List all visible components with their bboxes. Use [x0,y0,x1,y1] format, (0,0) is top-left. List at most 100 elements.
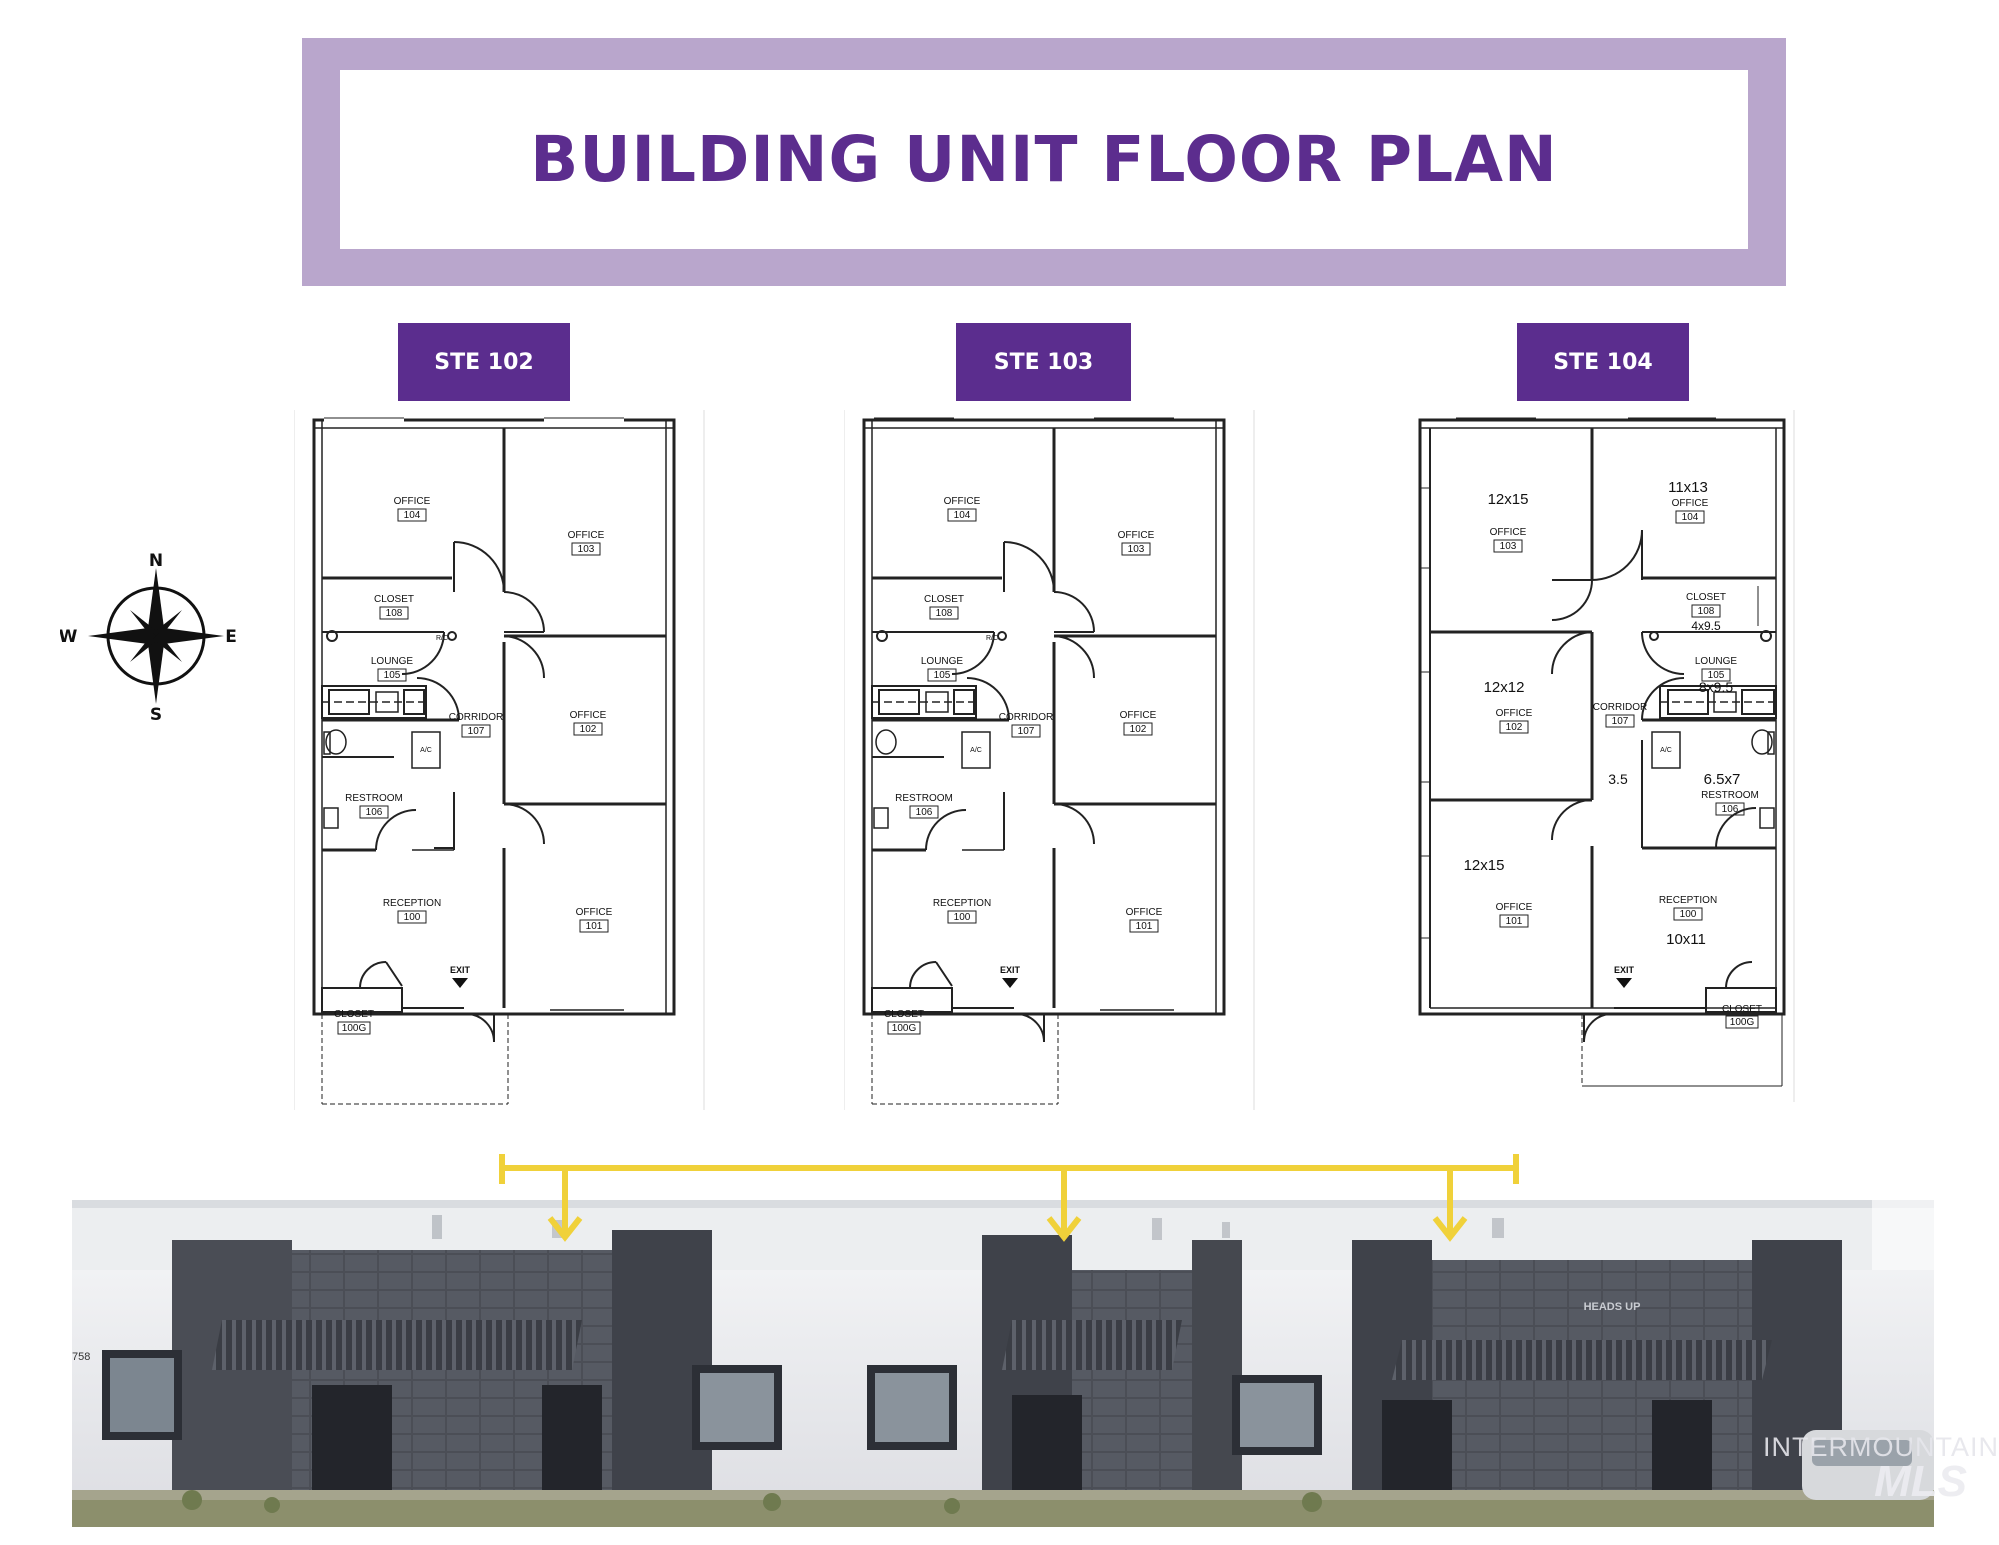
unit-connector-arrows [499,1154,1519,1242]
page-title: BUILDING UNIT FLOOR PLAN [530,123,1558,196]
room-number: 105 [384,670,401,681]
room-name: LOUNGE [1695,656,1738,667]
room-name: CORRIDOR [999,712,1053,723]
building-photo: 758 HEADS UP [72,1200,1934,1527]
floor-plan-ste-103: OFFICE 104 OFFICE 103 CLOSET 108 LOUNGE … [844,410,1255,1110]
tenant-sign: HEADS UP [1584,1301,1641,1313]
room-number: 100G [1730,1017,1755,1028]
room-number: 100G [892,1023,917,1034]
room-name: CLOSET [374,594,414,605]
room-name: CLOSET [924,594,964,605]
room-number: 107 [1018,726,1035,737]
room-name: RECEPTION [1659,895,1717,906]
room-name: RESTROOM [345,793,403,804]
room-name: OFFICE [394,496,431,507]
room-name: CLOSET [884,1009,924,1020]
room-number: 101 [1136,921,1153,932]
address-number: 758 [72,1351,90,1363]
room-dimensions: 3.5 [1608,771,1628,787]
room-name: CLOSET [1686,592,1726,603]
room-number: 100 [404,912,421,923]
appliance-label: R/C [986,635,998,642]
exit-label: EXIT [450,965,471,975]
room-dimensions: 12x15 [1464,857,1505,874]
compass-south-point [148,636,164,704]
title-banner: BUILDING UNIT FLOOR PLAN [302,38,1786,286]
exit-label: EXIT [1614,965,1635,975]
room-number: 101 [586,921,603,932]
room-number: 106 [916,807,933,818]
unit-label-ste-102: STE 102 [398,323,570,401]
floor-plan-ste-102: OFFICE 104 OFFICE 103 CLOSET 108 LOUNGE … [294,410,705,1110]
room-name: OFFICE [1126,907,1163,918]
room-number: 100G [342,1023,367,1034]
room-number: 104 [1682,512,1699,523]
room-dimensions: 11x13 [1668,479,1708,496]
unit-label-ste-103: STE 103 [956,323,1131,401]
compass-north-point [148,568,164,636]
room-number: 106 [1722,804,1739,815]
room-name: OFFICE [944,496,981,507]
compass-e: E [225,627,237,647]
room-name: RECEPTION [933,898,991,909]
room-name: RESTROOM [1701,790,1759,801]
room-name: CLOSET [334,1009,374,1020]
room-number: 100 [1680,909,1697,920]
room-number: 108 [936,608,953,619]
room-number: 108 [386,608,403,619]
room-number: 101 [1506,916,1523,927]
room-name: CORRIDOR [1593,702,1647,713]
room-number: 103 [1500,541,1517,552]
room-number: 103 [578,544,595,555]
room-number: 105 [1708,670,1725,681]
unit-label-ste-104: STE 104 [1517,323,1689,401]
compass-s: S [150,705,162,725]
compass-east-point [156,628,224,644]
compass-rose-icon: N S W E [60,551,237,725]
ac-label: A/C [420,747,432,754]
mls-watermark: INTERMOUNTAIN MLS [1763,1432,1999,1507]
building-illustration: 758 HEADS UP [72,1200,1934,1527]
room-dimensions: 6.5x7 [1704,771,1741,788]
floor-plan-ste-104: 12x15 OFFICE 103 11x13 OFFICE 104 CLOSET… [1418,410,1795,1102]
room-number: 106 [366,807,383,818]
room-number: 102 [1506,722,1523,733]
room-number: 104 [404,510,421,521]
room-dimensions: 4x9.5 [1691,619,1721,633]
room-name: OFFICE [1496,708,1533,719]
ac-label: A/C [970,747,982,754]
room-name: OFFICE [1672,498,1709,509]
room-dimensions: 8x9.5 [1699,679,1733,695]
room-dimensions: 12x12 [1484,679,1525,696]
room-name: OFFICE [568,530,605,541]
room-name: LOUNGE [371,656,414,667]
appliance-label: R/C [436,635,448,642]
compass-n: N [149,551,163,571]
room-name: OFFICE [570,710,607,721]
watermark-line-1: INTERMOUNTAIN [1763,1432,1999,1462]
room-name: RECEPTION [383,898,441,909]
watermark-line-2: MLS [1874,1457,1967,1506]
room-dimensions: 12x15 [1488,491,1529,508]
room-number: 107 [1612,716,1629,727]
exit-label: EXIT [1000,965,1021,975]
room-name: OFFICE [576,907,613,918]
room-name: CLOSET [1722,1004,1762,1015]
room-name: OFFICE [1120,710,1157,721]
room-number: 100 [954,912,971,923]
compass-west-point [88,628,156,644]
room-dimensions: 10x11 [1666,931,1706,948]
room-number: 103 [1128,544,1145,555]
room-name: OFFICE [1490,527,1527,538]
ac-label: A/C [1660,747,1672,754]
room-name: OFFICE [1118,530,1155,541]
compass-w: W [60,627,78,647]
room-number: 104 [954,510,971,521]
room-number: 107 [468,726,485,737]
title-banner-inner: BUILDING UNIT FLOOR PLAN [340,70,1748,249]
room-name: LOUNGE [921,656,964,667]
room-number: 108 [1698,606,1715,617]
room-number: 102 [1130,724,1147,735]
room-name: OFFICE [1496,902,1533,913]
room-name: RESTROOM [895,793,953,804]
